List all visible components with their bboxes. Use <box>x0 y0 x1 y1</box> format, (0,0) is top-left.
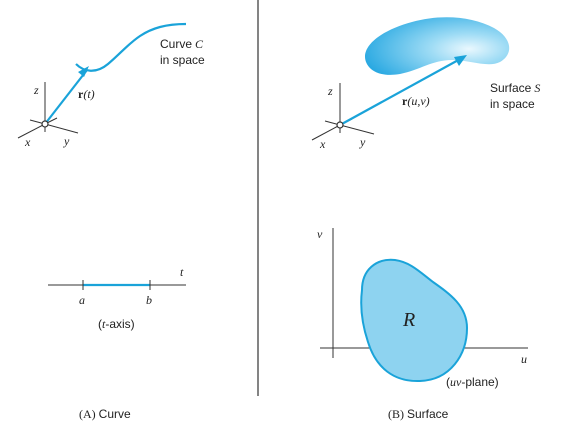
param-t-label: t <box>180 265 184 279</box>
axis-y-label-a: y <box>63 134 70 148</box>
curve-label-line2: in space <box>160 53 205 67</box>
y-axis-b <box>339 124 375 135</box>
origin-point-b <box>336 121 344 129</box>
origin-point-a <box>41 120 49 128</box>
axis-z-label-a: z <box>33 83 39 97</box>
vector-r-uv <box>339 57 463 126</box>
y-axis-a <box>44 123 79 134</box>
caption-b: (B) Surface <box>388 407 449 421</box>
surface-label-line1: Surface S <box>490 81 540 95</box>
panel-a: z x y r(t) Curve C in space a b t (t-axi… <box>17 22 205 421</box>
curve-label-line1: Curve C <box>160 37 204 51</box>
vector-r-t-arrowhead <box>78 66 89 77</box>
panel-a-axes <box>17 82 79 139</box>
x-axis-b <box>311 124 341 141</box>
panel-b: z x y r(u,v) Surface S in space v u R (u… <box>311 17 540 421</box>
vector-r-uv-arrowhead <box>454 55 467 66</box>
axis-z-label-b: z <box>327 84 333 98</box>
surface-label-line2: in space <box>490 97 535 111</box>
region-r-label: R <box>402 309 415 331</box>
vector-r-uv-label: r(u,v) <box>402 94 430 108</box>
region-r <box>360 258 469 383</box>
axis-y-label-b: y <box>359 135 366 149</box>
axis-x-label-b: x <box>319 137 326 151</box>
axis-v-label: v <box>317 227 323 241</box>
interval-b-label: b <box>146 293 152 307</box>
x-axis-a <box>17 123 46 139</box>
caption-a: (A) Curve <box>79 407 131 421</box>
interval-a-label: a <box>79 293 85 307</box>
axis-u-label: u <box>521 352 527 366</box>
t-axis-caption: (t-axis) <box>98 317 135 331</box>
curve-c <box>75 22 187 72</box>
uv-plane-caption: (uv-plane) <box>446 375 499 389</box>
axis-x-label-a: x <box>24 135 31 149</box>
surface-s <box>365 17 510 75</box>
vector-r-t-label: r(t) <box>78 87 95 101</box>
vector-r-t <box>44 69 88 125</box>
